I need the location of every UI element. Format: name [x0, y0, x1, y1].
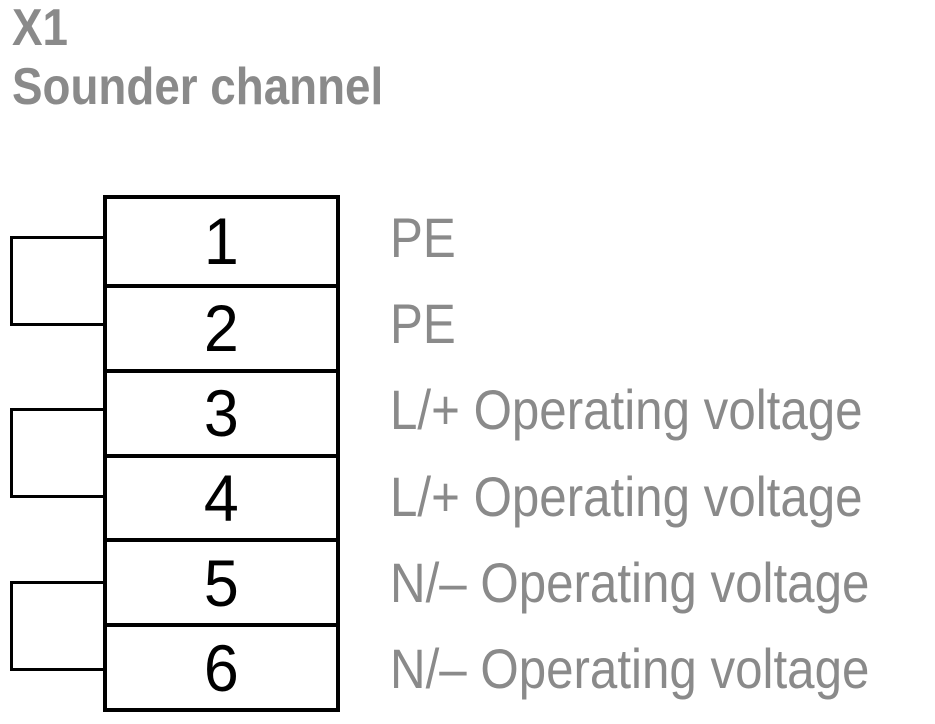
terminal-cell-5: 5 — [107, 538, 336, 623]
terminal-label-row-4: L/+ Operating voltage — [390, 453, 935, 539]
terminal-label-4: L/+ Operating voltage — [390, 464, 863, 528]
terminal-label-3: L/+ Operating voltage — [390, 378, 863, 442]
terminal-cell-2: 2 — [107, 283, 336, 369]
connector-subtitle: Sounder channel — [12, 58, 384, 116]
terminal-cell-6: 6 — [107, 623, 336, 708]
terminal-label-row-5: N/– Operating voltage — [390, 540, 935, 626]
terminal-block: 1 2 3 4 5 6 — [103, 195, 340, 712]
terminal-label-row-3: L/+ Operating voltage — [390, 367, 935, 453]
terminal-number-2: 2 — [204, 291, 239, 366]
terminal-number-6: 6 — [204, 630, 239, 705]
terminal-label-column: PE PE L/+ Operating voltage L/+ Operatin… — [390, 195, 935, 712]
terminal-number-5: 5 — [204, 545, 239, 620]
terminal-cell-4: 4 — [107, 453, 336, 539]
terminal-label-row-6: N/– Operating voltage — [390, 626, 935, 712]
connector-designation: X1 — [12, 0, 68, 57]
jumper-bracket-terminals-3-4 — [10, 408, 107, 498]
terminal-label-row-2: PE — [390, 281, 935, 367]
terminal-number-3: 3 — [204, 376, 239, 451]
terminal-cell-1: 1 — [107, 199, 336, 284]
terminal-number-1: 1 — [204, 204, 239, 279]
terminal-label-5: N/– Operating voltage — [390, 550, 870, 614]
terminal-number-4: 4 — [204, 460, 239, 535]
terminal-label-2: PE — [390, 292, 456, 356]
terminal-label-1: PE — [390, 206, 456, 270]
terminal-label-6: N/– Operating voltage — [390, 636, 870, 700]
terminal-label-row-1: PE — [390, 195, 935, 281]
terminal-cell-3: 3 — [107, 368, 336, 454]
jumper-bracket-terminals-5-6 — [10, 581, 107, 671]
jumper-bracket-terminals-1-2 — [10, 236, 107, 326]
